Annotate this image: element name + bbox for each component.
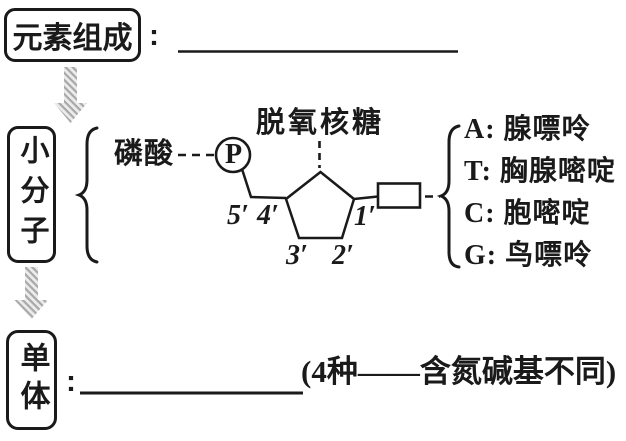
base-item-cytosine: C: 胞嘧啶: [464, 198, 591, 229]
base-item-thymine: T: 胸腺嘧啶: [464, 156, 616, 187]
deoxyribose-label: 脱氧核糖: [256, 107, 385, 139]
phosphate-sugar-bond: [240, 168, 287, 200]
down-arrow-icon: [14, 267, 48, 319]
base-item-guanine: G: 鸟嘌呤: [464, 240, 593, 271]
bases-brace: [436, 124, 461, 269]
monomer-box: 单体: [6, 330, 57, 430]
phosphate-symbol: P: [224, 139, 243, 170]
carbon-3-label: 3′: [286, 240, 308, 271]
carbon-4-label: 4′: [257, 200, 279, 231]
phosphate-circle: [214, 136, 252, 174]
base-item-adenine: A: 腺嘌呤: [464, 114, 591, 145]
element-composition-box: 元素组成: [4, 8, 141, 62]
element-composition-label: 元素组成: [12, 22, 133, 55]
element-composition-colon: :: [149, 19, 159, 52]
carbon-1-label: 1′: [354, 201, 376, 232]
carbon-2-label: 2′: [332, 240, 354, 271]
phosphate-label: 磷酸: [114, 138, 175, 170]
small-molecule-label: 小分子: [16, 134, 48, 255]
small-molecule-brace: [74, 126, 99, 264]
monomer-note: (4种——含氮碱基不同): [301, 354, 617, 389]
sugar-base-bond: [353, 195, 379, 201]
base-placeholder-box: [376, 182, 422, 209]
down-arrow-icon: [54, 67, 87, 123]
deoxyribose-pentagon: [284, 170, 356, 240]
carbon-5-label: 5′: [227, 200, 249, 231]
monomer-label: 单体: [15, 342, 49, 418]
small-molecule-box: 小分子: [7, 126, 56, 263]
monomer-colon: :: [66, 365, 76, 398]
